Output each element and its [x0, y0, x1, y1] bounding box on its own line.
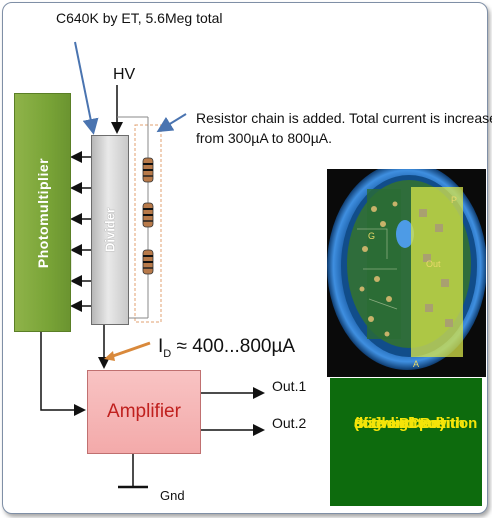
current-label: ID ≈ 400...800µA	[158, 336, 295, 360]
resistor-note-line2: from 300µA to 800µA.	[196, 130, 332, 146]
photomultiplier-block: Photomultiplier	[14, 93, 71, 332]
divider-label: Divider	[102, 207, 118, 253]
resistor-2	[142, 202, 154, 228]
divider-block: Divider	[91, 135, 129, 325]
pcb-label-out: Out	[426, 259, 441, 269]
top-note: C640K by ET, 5.6Meg total	[56, 10, 223, 26]
current-pointer-head	[104, 351, 115, 361]
pcb-caption-line4: (highlighted)	[354, 415, 445, 432]
current-pointer-arrow	[109, 341, 151, 359]
photomultiplier-label: Photomultiplier	[34, 157, 51, 268]
amplifier-label: Amplifier	[107, 401, 181, 422]
pcb-label-g: G	[368, 231, 375, 241]
resistor-1	[142, 157, 154, 183]
gnd-label: Gnd	[160, 488, 185, 503]
pcb-label-p: P	[451, 195, 457, 205]
hv-label: HV	[113, 66, 136, 83]
pcb-caption-line3: active circuit	[354, 415, 446, 432]
pmt-amp-wire	[40, 330, 86, 416]
note-pointer-arrow	[74, 41, 99, 135]
amplifier-block: Amplifier	[87, 370, 201, 454]
pcb-caption-box: Size and position of the PCB with active…	[330, 378, 482, 506]
resistor-pointer-arrow	[156, 113, 187, 133]
out1-label: Out.1	[272, 378, 307, 394]
pcb-label-a: A	[413, 359, 419, 369]
pcb-pads	[359, 201, 398, 337]
pcb-photo-drawing: G Out A P	[327, 169, 486, 377]
current-symbol: I	[158, 336, 164, 357]
pcb-caption-line2: of the PCB with	[354, 415, 465, 432]
pcb-highlight	[411, 187, 463, 357]
pcb-caption: Size and position of the PCB with active…	[342, 396, 477, 453]
out2-label: Out.2	[272, 415, 307, 431]
resistor-3	[142, 249, 154, 275]
resistor-note-line1: Resistor chain is added. Total current i…	[196, 110, 492, 126]
current-value: ≈ 400...800µA	[176, 336, 296, 357]
current-subscript: D	[163, 347, 172, 360]
pcb-photo: G Out A P	[327, 169, 486, 377]
pcb-blue-capacitor	[396, 220, 414, 248]
pcb-caption-line1: Size and position	[354, 415, 478, 432]
